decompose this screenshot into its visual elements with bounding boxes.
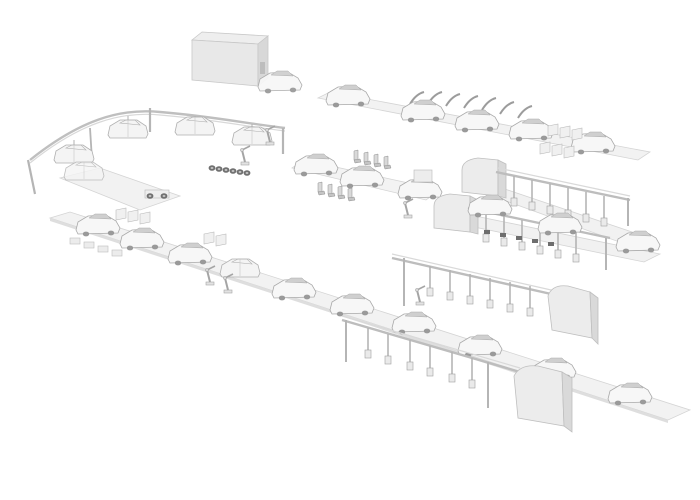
paint-booth-icon — [461, 157, 507, 199]
overhead-conveyor-icon — [53, 116, 273, 164]
staging-line-top — [316, 84, 652, 161]
conveyor-pillar — [26, 159, 37, 195]
paint-booth-icon — [513, 365, 573, 433]
gantry-line-upper-right — [391, 253, 599, 345]
pallet-row — [69, 237, 123, 257]
paint-booth-line-middle — [433, 193, 662, 270]
conveyor-hangers — [409, 91, 533, 119]
warehouse-building-icon — [190, 31, 303, 94]
parts-carrier — [144, 189, 170, 199]
paint-booth-icon — [547, 285, 599, 345]
gantry-line-lower — [341, 315, 573, 433]
fixture-row — [484, 230, 554, 246]
tire-stack-icon — [208, 165, 251, 176]
seat-assembly-area — [291, 149, 443, 219]
overhead-conveyor-area — [26, 108, 286, 211]
